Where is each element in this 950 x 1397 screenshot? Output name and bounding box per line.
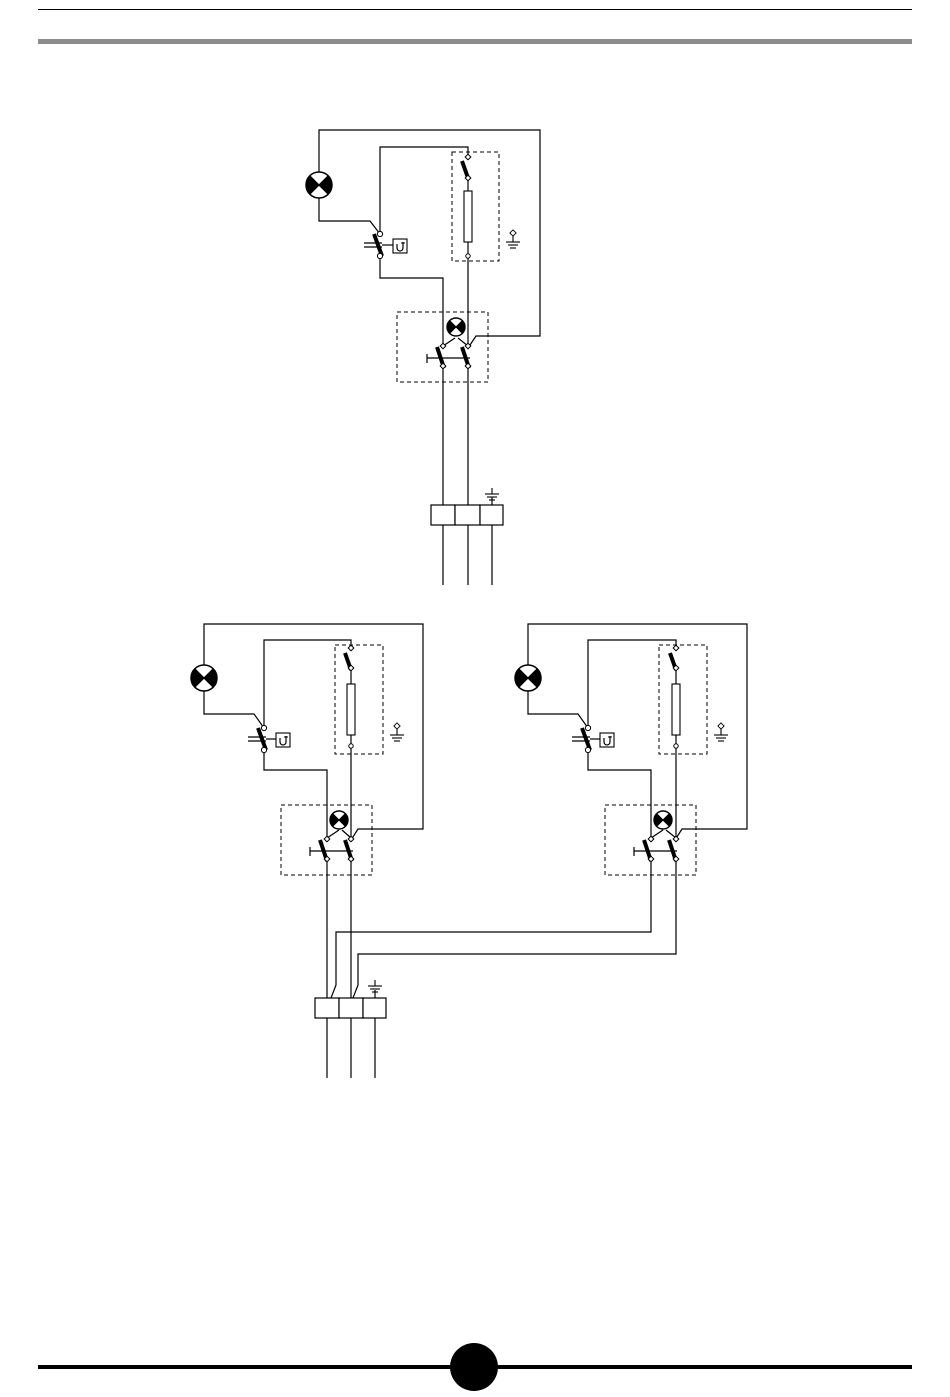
thermostat-icon <box>276 733 290 747</box>
earth-icon <box>506 230 520 248</box>
dual-circuit-left-diagram <box>191 624 423 875</box>
signal-lamp-icon <box>515 665 541 691</box>
earth-icon <box>390 723 404 741</box>
heating-element <box>464 191 472 242</box>
indicator-lamp-icon <box>330 811 348 829</box>
signal-lamp-icon <box>306 172 332 198</box>
earth-icon <box>714 723 728 741</box>
heating-element <box>347 684 355 735</box>
page-number-badge <box>450 1343 498 1391</box>
thermostat-icon <box>600 733 614 747</box>
indicator-lamp-icon <box>447 318 465 336</box>
dual-circuit-right-diagram <box>515 624 747 875</box>
dual-terminal-block-diagram <box>315 861 676 1078</box>
terminal-block <box>315 998 386 1018</box>
indicator-lamp-icon <box>654 811 672 829</box>
signal-lamp-icon <box>191 665 217 691</box>
terminal-block <box>431 505 503 525</box>
single-circuit-diagram <box>306 130 540 585</box>
heating-element <box>672 684 680 735</box>
thermostat-icon <box>393 239 407 253</box>
